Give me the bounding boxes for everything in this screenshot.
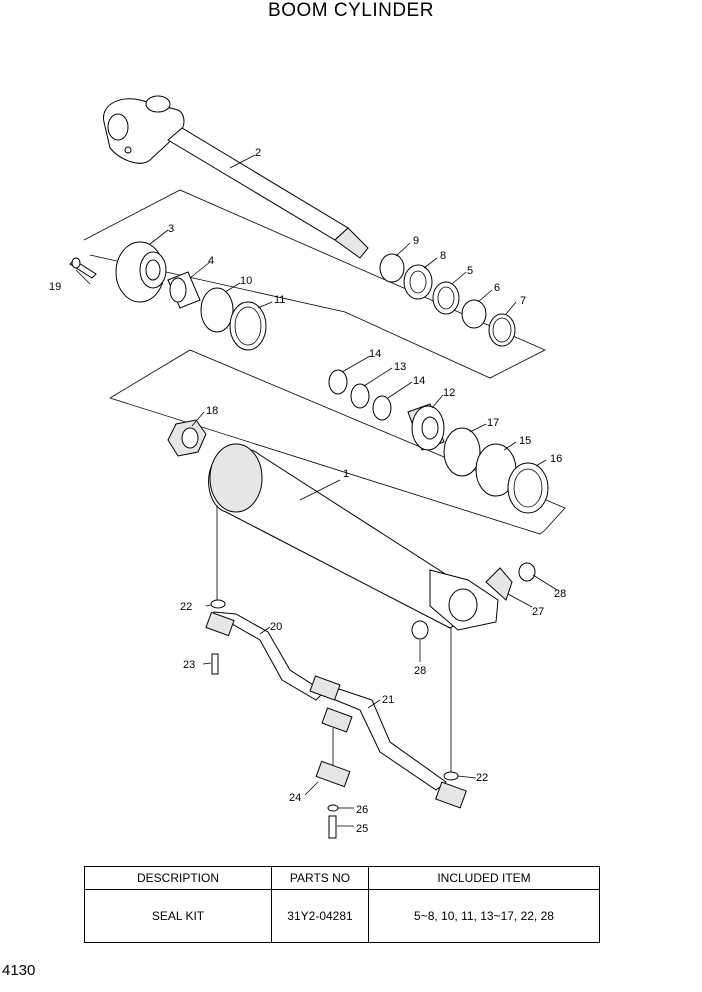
callout-4: 4: [208, 255, 214, 267]
seal-kit-table: DESCRIPTION PARTS NO INCLUDED ITEM SEAL …: [84, 866, 600, 943]
column-header-included-item: INCLUDED ITEM: [368, 866, 600, 890]
column-header-parts-no: PARTS NO: [271, 866, 369, 890]
callout-24: 24: [289, 792, 301, 804]
callout-14a: 14: [369, 348, 381, 360]
pipe-21: [309, 675, 467, 809]
callout-28a: 28: [554, 588, 566, 600]
table-row: SEAL KIT 31Y2-04281 5~8, 10, 11, 13~17, …: [84, 889, 600, 943]
dust-ring-16: [507, 462, 549, 514]
callout-26: 26: [356, 804, 368, 816]
callout-7: 7: [520, 295, 526, 307]
callout-23: 23: [183, 659, 195, 671]
rod-cover: [115, 241, 167, 303]
clamp-24: [315, 760, 351, 788]
callout-10: 10: [240, 275, 252, 287]
bolt-23: [211, 653, 219, 675]
callout-9: 9: [413, 235, 419, 247]
page-number: 4130: [2, 962, 36, 979]
callout-6: 6: [494, 282, 500, 294]
callout-20: 20: [270, 621, 282, 633]
backup-ring-14b: [372, 395, 392, 421]
bushing-4: [167, 271, 201, 309]
callout-12: 12: [443, 387, 455, 399]
cell-parts-no: 31Y2-04281: [271, 889, 369, 943]
ring-9: [379, 253, 405, 283]
callout-21: 21: [382, 694, 394, 706]
callout-28b: 28: [414, 665, 426, 677]
backup-ring-14a: [328, 369, 348, 395]
callout-5: 5: [467, 265, 473, 277]
dust-seal-28a: [518, 562, 536, 582]
callout-16: 16: [550, 453, 562, 465]
cylinder-tube-1: [208, 443, 513, 631]
callout-22b: 22: [476, 772, 488, 784]
dust-seal-28b: [411, 620, 429, 640]
column-header-description: DESCRIPTION: [84, 866, 272, 890]
backup-ring-11: [229, 301, 267, 351]
bolt-19: [69, 257, 97, 279]
washer-26: [327, 804, 339, 812]
callout-17: 17: [487, 417, 499, 429]
piston-seal-17: [443, 427, 481, 477]
piston-group-frame: [109, 349, 566, 535]
callout-15: 15: [519, 435, 531, 447]
callout-8: 8: [440, 250, 446, 262]
callout-25: 25: [356, 823, 368, 835]
backup-ring-6: [461, 299, 487, 329]
callout-19: 19: [49, 281, 61, 293]
piston-12: [407, 403, 445, 451]
callout-11: 11: [274, 294, 285, 306]
diagram-title: BOOM CYLINDER: [268, 0, 434, 21]
exploded-view-diagram: 1 2 3 4 5 6 7 8 9 10 11 12 13 14 14 15 1…: [49, 95, 566, 839]
rod-group-frame: [83, 189, 546, 379]
callout-labels: 1 2 3 4 5 6 7 8 9 10 11 12 13 14 14 15 1…: [49, 147, 566, 835]
callout-2: 2: [255, 147, 261, 159]
callout-1: 1: [343, 468, 349, 480]
callout-27: 27: [532, 606, 544, 618]
piston-rod: [103, 95, 369, 259]
leader-lines: [75, 154, 558, 827]
o-ring-13: [350, 383, 370, 409]
bolt-25: [328, 815, 337, 839]
pipe-20: [205, 611, 325, 701]
cell-included-item: 5~8, 10, 11, 13~17, 22, 28: [368, 889, 600, 943]
callout-22a: 22: [180, 601, 192, 613]
callout-18: 18: [206, 405, 218, 417]
callout-3: 3: [168, 223, 174, 235]
o-ring-22b: [443, 771, 459, 781]
lock-nut-18: [167, 419, 207, 457]
o-ring-22a: [210, 599, 226, 609]
cell-description: SEAL KIT: [84, 889, 272, 943]
callout-13: 13: [394, 361, 406, 373]
o-ring-10: [200, 287, 234, 333]
rod-seal-5: [432, 281, 460, 315]
table-header-row: DESCRIPTION PARTS NO INCLUDED ITEM: [84, 866, 600, 890]
callout-14b: 14: [413, 375, 425, 387]
wiper-seal-8: [403, 264, 433, 300]
